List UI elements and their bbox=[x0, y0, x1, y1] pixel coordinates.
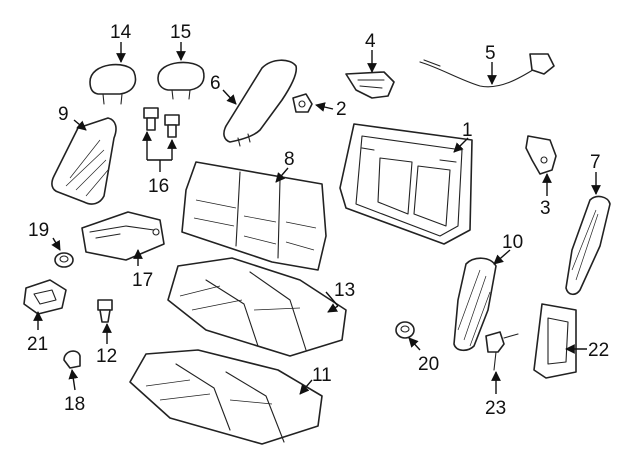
seat-cushion-base-part bbox=[129, 349, 323, 445]
callout-2: 2 bbox=[336, 99, 347, 120]
callout-9: 9 bbox=[58, 104, 69, 125]
callout-21: 21 bbox=[27, 334, 48, 355]
callout-4: 4 bbox=[365, 31, 376, 52]
latch-part bbox=[345, 71, 395, 99]
leader-lines bbox=[33, 42, 601, 395]
callout-17: 17 bbox=[132, 270, 153, 291]
callout-10: 10 bbox=[502, 232, 523, 253]
callout-3: 3 bbox=[540, 198, 551, 219]
callout-22: 22 bbox=[588, 340, 609, 361]
bezel-part bbox=[23, 279, 67, 315]
side-bolster-cover-part bbox=[453, 257, 497, 352]
clip-part bbox=[292, 93, 313, 113]
callout-labels: 14 15 6 2 4 5 9 1 8 7 16 3 19 10 17 13 2… bbox=[27, 22, 609, 419]
headrest-left-part bbox=[89, 63, 137, 105]
callout-20: 20 bbox=[418, 354, 439, 375]
side-bolster-left-part bbox=[51, 117, 117, 205]
headrest-right-part bbox=[157, 61, 205, 100]
callout-23: 23 bbox=[485, 398, 506, 419]
seat-cushion-cover-part bbox=[167, 257, 347, 357]
callout-5: 5 bbox=[485, 43, 496, 64]
release-cable-part bbox=[419, 53, 555, 88]
armrest-part bbox=[81, 211, 165, 261]
grommet-part bbox=[54, 252, 74, 268]
bracket-plate-part bbox=[533, 303, 577, 379]
side-trim-panel-part bbox=[223, 59, 298, 147]
callout-16: 16 bbox=[148, 176, 169, 197]
callout-11: 11 bbox=[312, 365, 332, 386]
callout-19: 19 bbox=[28, 220, 49, 241]
seat-back-cushion-part bbox=[181, 161, 327, 271]
seat-back-frame-part bbox=[339, 123, 473, 245]
callout-6: 6 bbox=[210, 73, 221, 94]
callout-1: 1 bbox=[462, 120, 473, 141]
callout-18: 18 bbox=[64, 394, 85, 415]
callout-15: 15 bbox=[170, 22, 191, 43]
push-clip-part bbox=[97, 299, 113, 323]
callout-8: 8 bbox=[284, 149, 295, 170]
headrest-guides-part bbox=[143, 107, 180, 138]
side-bolster-right-part bbox=[565, 195, 611, 296]
hinge-bracket-part bbox=[525, 135, 557, 175]
grommet-small-part bbox=[395, 321, 415, 339]
callout-13: 13 bbox=[334, 280, 355, 301]
latch-lock-part bbox=[485, 331, 519, 371]
callout-12: 12 bbox=[96, 346, 117, 367]
retainer-clip-part bbox=[63, 350, 81, 369]
callout-14: 14 bbox=[110, 22, 132, 43]
callout-7: 7 bbox=[590, 152, 601, 173]
